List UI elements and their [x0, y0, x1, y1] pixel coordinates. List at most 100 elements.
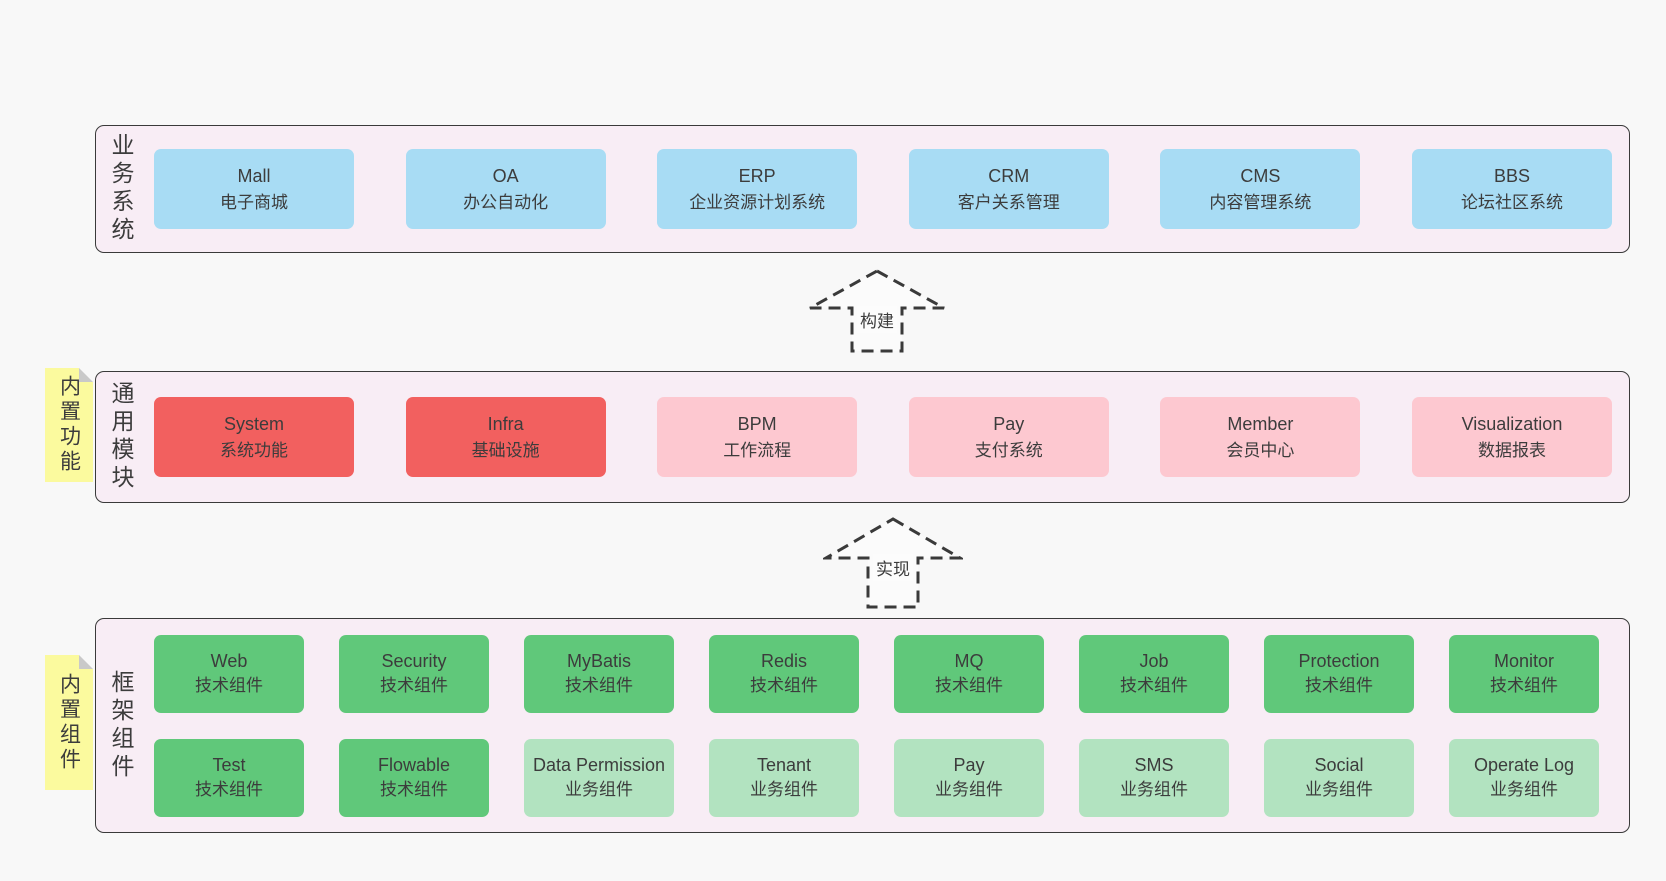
- box-title: Pay: [953, 755, 985, 775]
- box-pay-business: Pay 业务组件: [894, 738, 1044, 817]
- box-title: Security: [381, 651, 447, 671]
- box-member: Member 会员中心: [1160, 397, 1361, 477]
- box-subtitle: 数据报表: [1477, 440, 1546, 460]
- box-redis: Redis 技术组件: [709, 634, 859, 713]
- box-data-permission: Data Permission 业务组件: [524, 738, 674, 817]
- business-box-row: Mall 电子商城 OA 办公自动化 ERP 企业资源计划系统 CRM 客户关系…: [139, 149, 1629, 229]
- box-test: Test 技术组件: [154, 738, 304, 817]
- box-subtitle: 办公自动化: [463, 192, 549, 212]
- box-web: Web 技术组件: [154, 634, 304, 713]
- box-crm: CRM 客户关系管理: [908, 149, 1109, 229]
- box-title: SMS: [1134, 755, 1174, 775]
- box-title: Infra: [487, 413, 524, 434]
- box-title: Social: [1314, 755, 1364, 775]
- sticky-fold-icon: [79, 368, 93, 382]
- framework-box-rows: Web 技术组件 Security 技术组件 MyBatis 技术组件 Redi…: [139, 634, 1629, 817]
- sticky-note-builtin-components: 内置组件: [45, 655, 93, 790]
- box-security: Security 技术组件: [339, 634, 489, 713]
- box-title: CMS: [1240, 165, 1281, 186]
- build-arrow: 构建: [807, 268, 947, 354]
- box-system: System 系统功能: [154, 397, 354, 477]
- box-sms: SMS 业务组件: [1079, 738, 1229, 817]
- box-operate-log: Operate Log 业务组件: [1449, 738, 1599, 817]
- box-subtitle: 技术组件: [935, 676, 1003, 696]
- layer-common-modules: 通用模块 System 系统功能 Infra 基础设施 BPM 工作流程 Pay…: [95, 371, 1630, 503]
- box-title: Mall: [237, 165, 271, 186]
- box-erp: ERP 企业资源计划系统: [657, 149, 858, 229]
- implement-arrow: 实现: [823, 516, 963, 610]
- box-title: MQ: [954, 651, 984, 671]
- box-title: Member: [1227, 413, 1294, 434]
- sticky-fold-icon: [79, 655, 93, 669]
- box-subtitle: 技术组件: [195, 780, 263, 800]
- framework-row-1: Web 技术组件 Security 技术组件 MyBatis 技术组件 Redi…: [154, 634, 1599, 713]
- box-subtitle: 技术组件: [1490, 676, 1558, 696]
- box-title: MyBatis: [566, 651, 631, 671]
- layer-framework-components: 框架组件 Web 技术组件 Security 技术组件 MyBatis 技术组件…: [95, 618, 1630, 833]
- box-title: Visualization: [1461, 413, 1563, 434]
- box-title: Monitor: [1493, 651, 1555, 671]
- layer-title-framework: 框架组件: [108, 669, 134, 782]
- box-oa: OA 办公自动化: [405, 149, 606, 229]
- box-title: Flowable: [377, 755, 451, 775]
- box-title: Job: [1139, 651, 1169, 671]
- box-title: Test: [212, 755, 246, 775]
- layer-title-business: 业务系统: [108, 133, 134, 245]
- box-title: OA: [492, 165, 519, 186]
- box-subtitle: 业务组件: [1305, 780, 1373, 800]
- box-title: BBS: [1493, 165, 1530, 186]
- common-box-row: System 系统功能 Infra 基础设施 BPM 工作流程 Pay 支付系统…: [139, 397, 1629, 477]
- box-subtitle: 技术组件: [195, 676, 263, 696]
- box-mall: Mall 电子商城: [154, 149, 354, 229]
- arrow-label: 实现: [873, 554, 913, 581]
- box-subtitle: 电子商城: [220, 192, 288, 212]
- box-monitor: Monitor 技术组件: [1449, 634, 1599, 713]
- box-subtitle: 业务组件: [1490, 780, 1558, 800]
- box-subtitle: 业务组件: [1120, 780, 1188, 800]
- box-title: System: [223, 413, 284, 434]
- box-subtitle: 支付系统: [974, 440, 1043, 460]
- box-mybatis: MyBatis 技术组件: [524, 634, 674, 713]
- box-subtitle: 技术组件: [565, 676, 633, 696]
- box-subtitle: 客户关系管理: [957, 192, 1060, 212]
- box-flowable: Flowable 技术组件: [339, 738, 489, 817]
- layer-title-common: 通用模块: [108, 381, 134, 493]
- box-social: Social 业务组件: [1264, 738, 1414, 817]
- layer-business-systems: 业务系统 Mall 电子商城 OA 办公自动化 ERP 企业资源计划系统 CRM…: [95, 125, 1630, 253]
- box-title: Tenant: [756, 755, 812, 775]
- box-title: Protection: [1298, 651, 1380, 671]
- box-title: BPM: [737, 413, 777, 434]
- box-subtitle: 技术组件: [1305, 676, 1373, 696]
- box-subtitle: 业务组件: [935, 780, 1003, 800]
- box-pay: Pay 支付系统: [908, 397, 1109, 477]
- sticky-label: 内置组件: [57, 672, 81, 773]
- box-subtitle: 工作流程: [723, 440, 792, 460]
- box-subtitle: 系统功能: [220, 440, 288, 460]
- box-bbs: BBS 论坛社区系统: [1411, 149, 1612, 229]
- box-subtitle: 内容管理系统: [1209, 192, 1312, 212]
- box-subtitle: 企业资源计划系统: [689, 192, 826, 212]
- framework-row-2: Test 技术组件 Flowable 技术组件 Data Permission …: [154, 738, 1599, 817]
- sticky-label: 内置功能: [57, 375, 81, 475]
- box-infra: Infra 基础设施: [405, 397, 606, 477]
- box-title: CRM: [988, 165, 1030, 186]
- box-cms: CMS 内容管理系统: [1160, 149, 1361, 229]
- sticky-note-builtin-features: 内置功能: [45, 368, 93, 482]
- box-title: Redis: [760, 651, 808, 671]
- box-subtitle: 技术组件: [380, 780, 448, 800]
- box-visualization: Visualization 数据报表: [1411, 397, 1612, 477]
- box-subtitle: 基础设施: [471, 440, 540, 460]
- box-subtitle: 业务组件: [750, 780, 818, 800]
- box-title: Pay: [993, 413, 1025, 434]
- box-mq: MQ 技术组件: [894, 634, 1044, 713]
- box-protection: Protection 技术组件: [1264, 634, 1414, 713]
- box-subtitle: 业务组件: [565, 780, 633, 800]
- box-title: Web: [210, 651, 248, 671]
- box-subtitle: 技术组件: [750, 676, 818, 696]
- box-title: ERP: [738, 165, 776, 186]
- box-subtitle: 会员中心: [1226, 440, 1295, 460]
- arrow-label: 构建: [857, 306, 897, 333]
- box-bpm: BPM 工作流程: [657, 397, 858, 477]
- box-subtitle: 技术组件: [1120, 676, 1188, 696]
- box-title: Data Permission: [532, 755, 666, 775]
